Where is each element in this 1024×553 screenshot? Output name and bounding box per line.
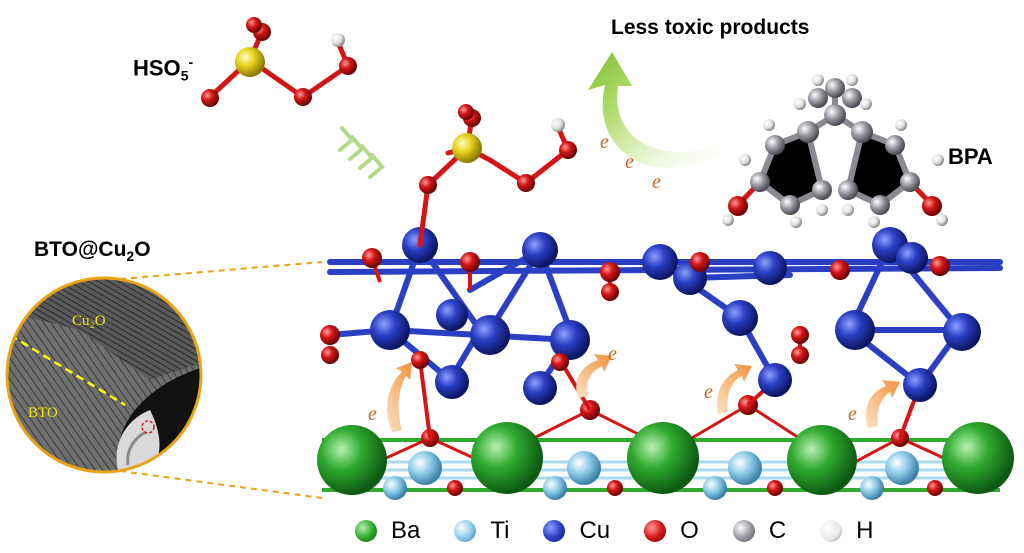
grey-sphere-icon bbox=[732, 520, 755, 542]
blue-sphere-icon bbox=[543, 520, 566, 542]
tem-inset: Cu₂O BTO bbox=[5, 276, 203, 474]
legend-label: Ba bbox=[391, 517, 421, 544]
legend-label: C bbox=[768, 517, 787, 544]
tem-cu2o-label: Cu₂O bbox=[72, 313, 106, 329]
products-label: Less toxic products bbox=[611, 16, 810, 39]
tem-bto-label: BTO bbox=[28, 405, 58, 421]
legend-item-ti: Ti bbox=[454, 517, 509, 545]
callout-lines bbox=[119, 261, 323, 499]
legend-item-h: H bbox=[820, 517, 874, 545]
legend-label: Ti bbox=[490, 517, 510, 544]
legend-item-cu: Cu bbox=[543, 517, 610, 545]
electron-label: e bbox=[704, 381, 713, 403]
adsorption-chevrons bbox=[338, 126, 385, 179]
legend-item-ba: Ba bbox=[355, 517, 420, 545]
green-sphere-icon bbox=[355, 520, 377, 542]
composite-label: BTO@Cu2O bbox=[34, 238, 151, 265]
legend-label: O bbox=[680, 517, 699, 544]
adsorbed-hso5-molecule bbox=[417, 104, 577, 248]
electron-label: e bbox=[652, 171, 661, 193]
free-hso5-molecule bbox=[201, 17, 357, 107]
legend-label: Cu bbox=[579, 517, 611, 544]
bpa-label: BPA bbox=[948, 144, 993, 169]
hso5-label: HSO5- bbox=[133, 54, 194, 84]
legend-label: H bbox=[856, 517, 874, 544]
electron-label: e bbox=[368, 403, 377, 425]
white-sphere-icon bbox=[820, 520, 843, 542]
bpa-molecule bbox=[722, 74, 948, 228]
cu2o-layer bbox=[320, 227, 1003, 439]
degradation-arrow bbox=[588, 52, 720, 168]
legend-item-c: C bbox=[732, 517, 787, 545]
electron-label: e bbox=[608, 343, 617, 365]
electron-label: e bbox=[848, 403, 857, 425]
electron-label: e bbox=[625, 151, 634, 173]
atom-legend: Ba Ti Cu O C H bbox=[355, 514, 874, 548]
red-sphere-icon bbox=[644, 520, 667, 542]
electron-label: e bbox=[600, 131, 609, 153]
legend-item-o: O bbox=[644, 517, 699, 545]
electron-transfer-arrows bbox=[387, 354, 900, 432]
light-blue-sphere-icon bbox=[454, 520, 477, 542]
